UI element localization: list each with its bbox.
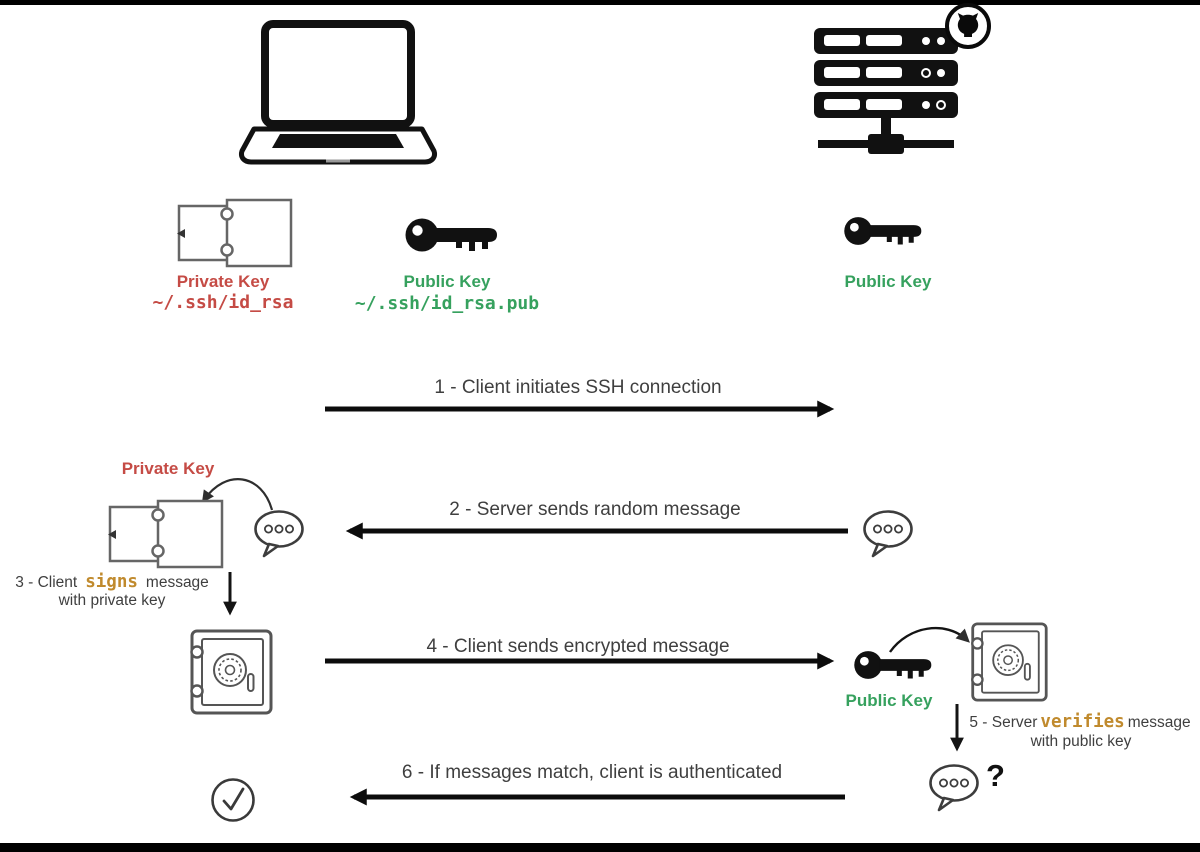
step3-label-line2: with private key bbox=[58, 592, 166, 609]
private-key-file-icon bbox=[177, 198, 293, 268]
step3-highlight-signs: signs bbox=[85, 572, 138, 592]
client-public-key-label: Public Key bbox=[403, 272, 491, 291]
speech-bubble-icon bbox=[863, 510, 913, 558]
step3-prefix: 3 - Client bbox=[15, 574, 78, 591]
step5-label-line2: with public key bbox=[1030, 733, 1132, 750]
server-icon bbox=[814, 3, 991, 154]
step1-label: 1 - Client initiates SSH connection bbox=[434, 377, 722, 398]
step6-label: 6 - If messages match, client is authent… bbox=[401, 762, 783, 783]
step5-suffix: message bbox=[1127, 714, 1191, 731]
question-mark: ? bbox=[986, 758, 1005, 793]
step5-label-line1: 5 - Server verifies message bbox=[969, 712, 1190, 732]
safe-icon bbox=[190, 629, 273, 715]
flow-private-key-label: Private Key bbox=[121, 459, 215, 478]
client-public-key-icon bbox=[405, 218, 497, 252]
step3-suffix: message bbox=[145, 574, 209, 591]
github-octocat-icon bbox=[945, 3, 991, 49]
bottom-border-bar bbox=[0, 843, 1200, 852]
server-public-key-label: Public Key bbox=[844, 272, 932, 291]
laptop-icon bbox=[239, 20, 437, 165]
top-border-bar bbox=[0, 0, 1200, 5]
safe-icon bbox=[971, 622, 1048, 702]
server-public-key-icon bbox=[844, 217, 922, 245]
server-status-lights bbox=[921, 37, 946, 110]
client-public-key-path: ~/.ssh/id_rsa.pub bbox=[354, 293, 540, 314]
speech-bubble-icon bbox=[254, 510, 304, 558]
curve-public-key-to-safe bbox=[889, 626, 970, 653]
server-drive-slots bbox=[824, 35, 902, 110]
curve-message-to-private-key bbox=[201, 478, 274, 511]
step3-label-line1: 3 - Client signs message bbox=[15, 572, 209, 592]
step4-label: 4 - Client sends encrypted message bbox=[426, 636, 730, 657]
speech-bubble-icon bbox=[929, 764, 979, 812]
private-key-path: ~/.ssh/id_rsa bbox=[152, 292, 294, 313]
step5-highlight-verifies: verifies bbox=[1040, 712, 1125, 732]
step5-prefix: 5 - Server bbox=[969, 714, 1038, 731]
private-key-file-icon bbox=[108, 499, 224, 569]
verify-public-key-label: Public Key bbox=[845, 691, 933, 710]
private-key-label: Private Key bbox=[176, 272, 270, 291]
step2-label: 2 - Server sends random message bbox=[449, 499, 741, 520]
verify-public-key-icon bbox=[854, 651, 932, 679]
check-circle-icon bbox=[211, 778, 255, 822]
